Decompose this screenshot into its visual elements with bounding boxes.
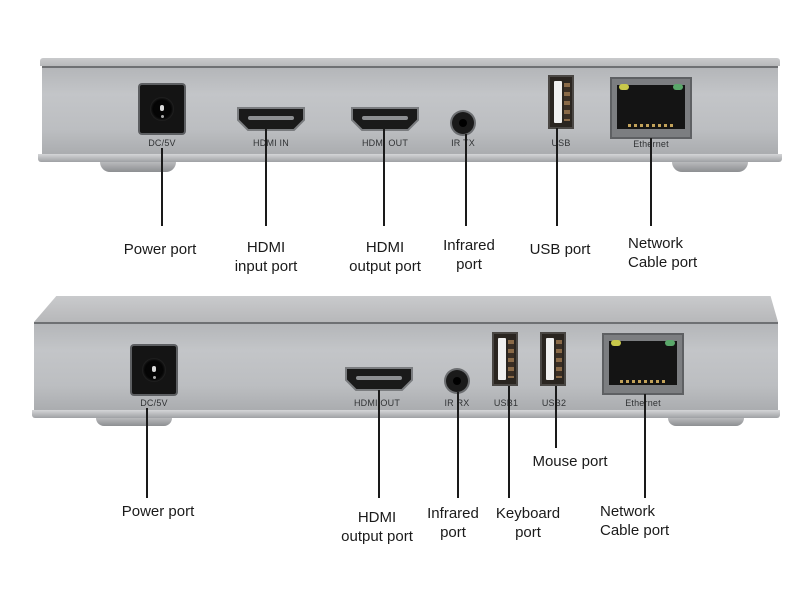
callout-power-port: Power port bbox=[123, 241, 197, 258]
leader-line-keyboard bbox=[508, 386, 510, 498]
transmitter-foot-right bbox=[672, 162, 748, 172]
ethernet-port bbox=[602, 333, 684, 395]
leader-line-usb bbox=[556, 128, 558, 226]
leader-line-ethernet bbox=[644, 394, 646, 498]
port-label-hdmi-in: HDMI IN bbox=[253, 138, 289, 148]
callout-power-port: Power port bbox=[121, 503, 195, 520]
port-label-ir: IR TX bbox=[451, 138, 475, 148]
hdmi-out-port bbox=[350, 106, 420, 132]
ir-rx-jack bbox=[446, 370, 468, 392]
leader-line-ir bbox=[465, 134, 467, 226]
callout-usb-port: USB port bbox=[529, 241, 591, 258]
receiver-foot-left bbox=[96, 418, 172, 426]
receiver-foot-right bbox=[668, 418, 744, 426]
port-label-ir: IR RX bbox=[444, 398, 470, 408]
leader-line-hdmi-in bbox=[265, 128, 267, 226]
usb2-mouse-port bbox=[540, 332, 566, 386]
leader-line-hdmi-out bbox=[378, 390, 380, 498]
hdmi-out-port bbox=[344, 366, 414, 392]
receiver-bottom-edge bbox=[32, 410, 780, 418]
transmitter-top-edge bbox=[40, 58, 780, 66]
leader-line-ir bbox=[457, 392, 459, 498]
usb1-keyboard-port bbox=[492, 332, 518, 386]
dc-power-jack bbox=[132, 346, 176, 394]
transmitter-foot-left bbox=[100, 162, 176, 172]
leader-line-power bbox=[146, 408, 148, 498]
port-label-usb: USB bbox=[551, 138, 571, 148]
port-label-dc: DC/5V bbox=[140, 398, 168, 408]
ethernet-port bbox=[610, 77, 692, 139]
leader-line-mouse bbox=[555, 386, 557, 448]
port-label-usb1: USB1 bbox=[493, 398, 519, 408]
hdmi-in-port bbox=[236, 106, 306, 132]
receiver-top-face bbox=[34, 296, 778, 322]
port-label-usb2: USB2 bbox=[541, 398, 567, 408]
transmitter-bottom-edge bbox=[38, 154, 782, 162]
usb-port bbox=[548, 75, 574, 129]
callout-mouse-port: Mouse port bbox=[532, 453, 608, 470]
port-label-hdmi-out: HDMI OUT bbox=[353, 398, 401, 408]
port-label-hdmi-out: HDMI OUT bbox=[361, 138, 409, 148]
ir-tx-jack bbox=[452, 112, 474, 134]
port-label-ethernet: Ethernet bbox=[625, 398, 661, 408]
leader-line-power bbox=[161, 148, 163, 226]
leader-line-hdmi-out bbox=[383, 128, 385, 226]
port-label-dc: DC/5V bbox=[148, 138, 176, 148]
dc-power-jack bbox=[140, 85, 184, 133]
leader-line-ethernet bbox=[650, 138, 652, 226]
